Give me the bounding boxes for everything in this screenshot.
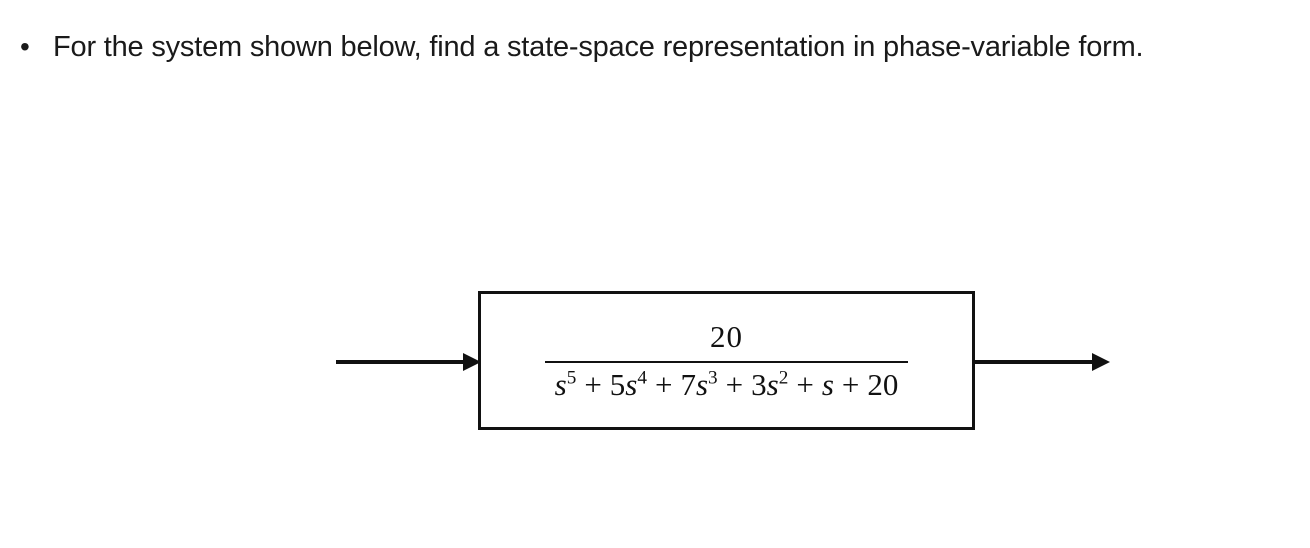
output-signal-arrow xyxy=(972,353,1110,371)
tf-den-term: +7s3 xyxy=(654,366,718,402)
tf-den-term: +5s4 xyxy=(584,366,647,402)
bullet-marker: • xyxy=(20,31,30,62)
input-arrowhead-icon xyxy=(463,353,481,371)
output-arrowhead-icon xyxy=(1092,353,1110,371)
input-signal-arrow xyxy=(336,353,481,371)
problem-statement: • For the system shown below, find a sta… xyxy=(20,28,1144,66)
tf-denominator: s5+5s4+7s3+3s2+s+20 xyxy=(544,360,909,403)
tf-den-term: +3s2 xyxy=(725,366,789,402)
tf-den-term: +s xyxy=(796,366,834,402)
transfer-function-block: 20 s5+5s4+7s3+3s2+s+20 xyxy=(478,291,975,430)
transfer-function: 20 s5+5s4+7s3+3s2+s+20 xyxy=(544,318,909,403)
problem-text: For the system shown below, find a state… xyxy=(53,31,1144,63)
tf-den-term: s5 xyxy=(554,366,577,402)
tf-numerator: 20 xyxy=(710,318,743,354)
tf-den-term: +20 xyxy=(841,366,899,402)
